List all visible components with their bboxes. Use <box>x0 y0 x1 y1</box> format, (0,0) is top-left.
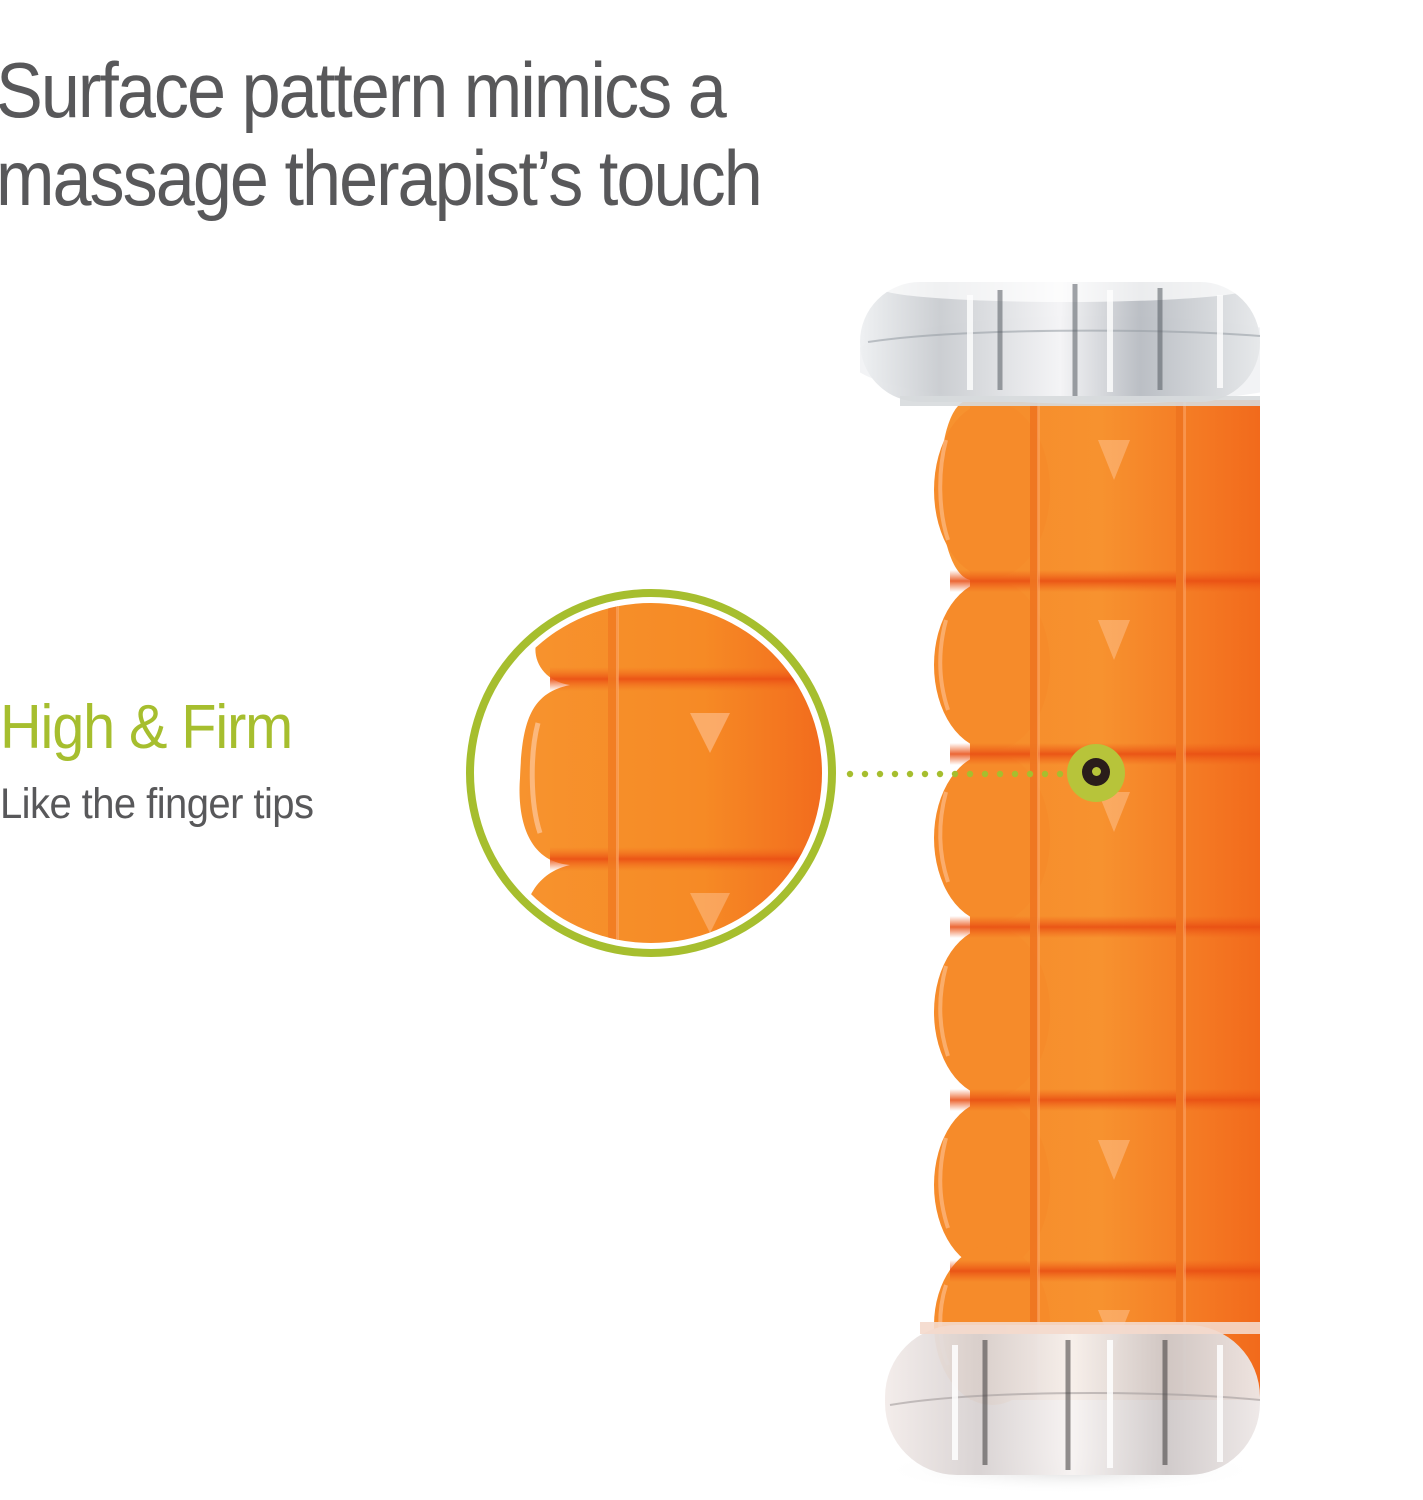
foot-roller-illustration <box>860 274 1260 1494</box>
magnified-surface-image <box>480 603 822 943</box>
magnified-nub-illustration <box>519 603 822 943</box>
headline: Surface pattern mimics a massage therapi… <box>0 46 860 222</box>
dotted-leader-line <box>846 770 1064 778</box>
foot-roller-product <box>860 240 1260 1500</box>
bottom-end-cap <box>885 1322 1260 1475</box>
roller-body <box>934 400 1260 1405</box>
magnified-inset <box>466 589 836 957</box>
target-center <box>1092 767 1101 776</box>
callout-title: High & Firm <box>0 693 293 762</box>
headline-line-2: massage therapist’s touch <box>0 134 763 223</box>
target-ring <box>1082 758 1110 786</box>
target-dot-icon <box>1067 744 1125 802</box>
callout-subtitle: Like the finger tips <box>0 780 314 828</box>
headline-line-1: Surface pattern mimics a <box>0 46 727 135</box>
top-end-cap <box>860 274 1260 406</box>
